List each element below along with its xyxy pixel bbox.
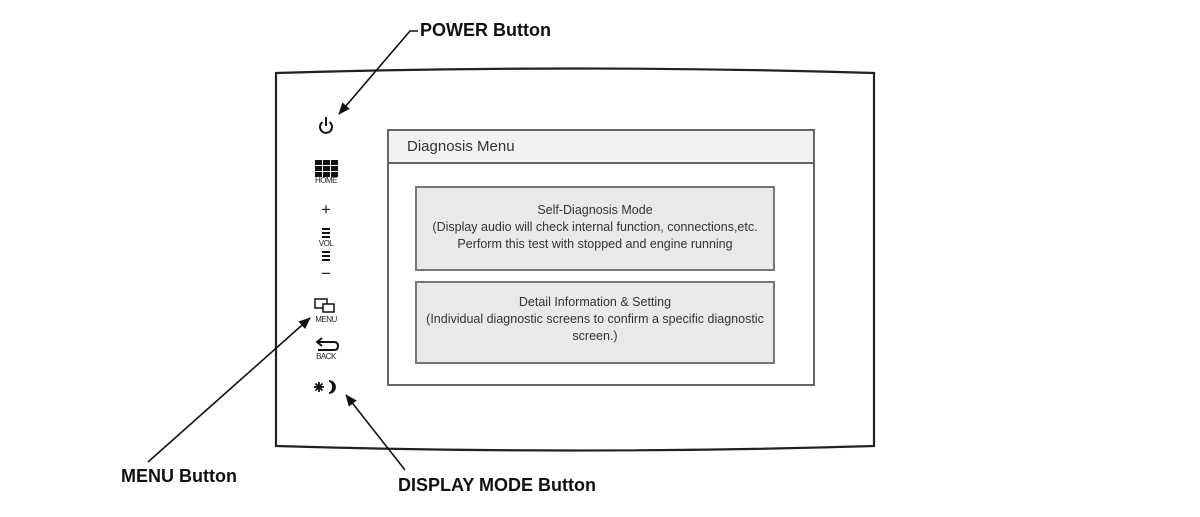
detail-info-title: Detail Information & Setting [518,295,672,309]
menu-windows-icon[interactable] [314,298,335,313]
self-diagnosis-desc-line1: (Display audio will check internal funct… [432,220,758,234]
display-mode-leader-line [345,394,406,471]
back-label: BACK [316,352,336,361]
vol-label: VOL [318,239,334,248]
home-label: HOME [315,176,338,185]
detail-info-desc: (Individual diagnostic screens to confir… [426,312,764,343]
power-icon[interactable] [319,117,333,134]
menu-button-callout: MENU Button [121,466,237,486]
power-leader-line [338,30,418,115]
menu-label: MENU [315,315,337,324]
display-mode-button-callout: DISPLAY MODE Button [398,475,597,495]
detail-information-setting-button[interactable]: Detail Information & Setting (Individual… [415,281,775,364]
home-grid-icon[interactable] [315,160,338,177]
menu-leader-line [147,317,311,463]
self-diagnosis-desc-line2: Perform this test with stopped and engin… [457,237,733,251]
device-outline [274,67,876,452]
sun-moon-icon[interactable] [314,380,336,394]
self-diagnosis-title: Self-Diagnosis Mode [537,203,653,217]
power-button-callout: POWER Button [420,20,551,40]
vol-minus-label[interactable]: − [321,264,331,283]
volume-icon[interactable] [322,228,330,261]
self-diagnosis-mode-button[interactable]: Self-Diagnosis Mode (Display audio will … [415,186,775,271]
display-screen: Diagnosis Menu Self-Diagnosis Mode (Disp… [387,129,815,386]
screen-title: Diagnosis Menu [389,131,813,164]
back-arrow-icon[interactable] [315,337,340,351]
vol-plus-label[interactable]: + [321,200,331,219]
